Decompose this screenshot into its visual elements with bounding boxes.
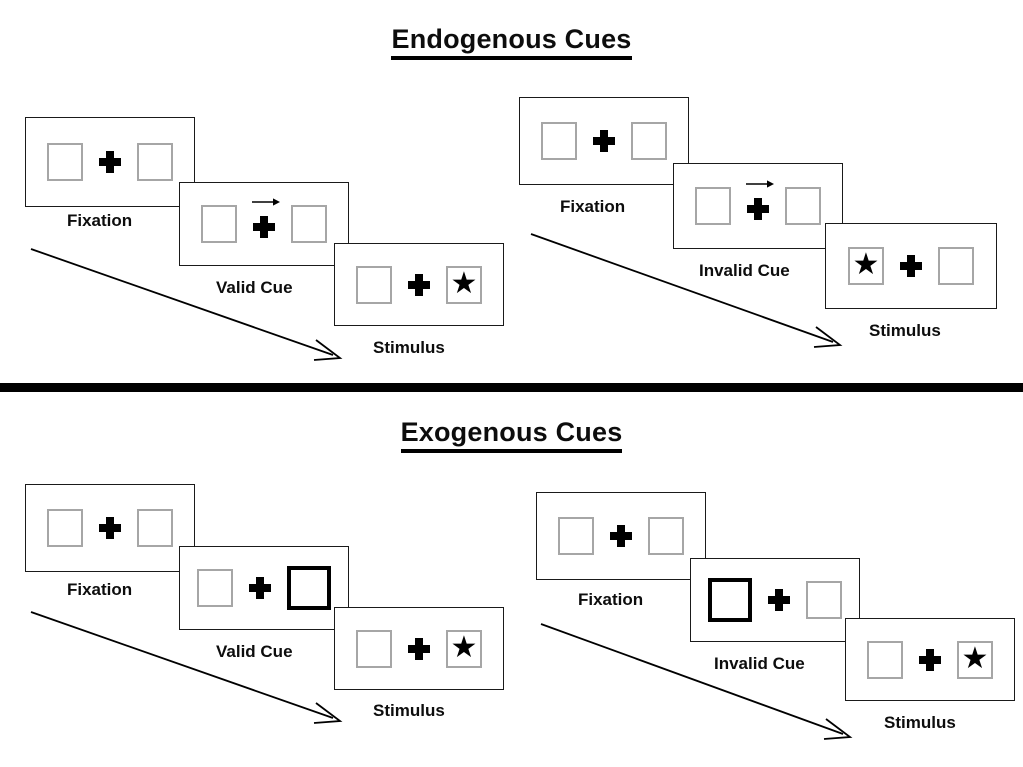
plus-icon [747,198,769,220]
plus-icon [593,130,615,152]
cue-arrow-over-plus [252,198,280,238]
star-icon: ★ [450,630,478,664]
panel-content [691,559,859,641]
panel-endogenous-valid-cue [179,182,349,266]
box-left [197,569,233,607]
box-right [137,509,173,547]
box-left [558,517,594,555]
label-exogenous-valid-cue: Valid Cue [216,642,293,661]
box-left [867,640,903,679]
plus-icon [99,517,121,539]
plus-icon [99,151,121,173]
arrow-right-icon [252,198,280,206]
panel-content [180,183,348,265]
label-endogenous-invalid-cue: Invalid Cue [699,261,790,280]
section-divider [0,383,1023,392]
section-title-endogenous: Endogenous Cues [0,24,1023,60]
panel-content: ★ [826,224,996,308]
panel-exogenous-valid-fixation [25,484,195,572]
star-icon: ★ [450,266,478,300]
panel-content [520,98,688,184]
panel-content: ★ [335,244,503,325]
panel-content [537,493,705,579]
label-endogenous-invalid-stimulus: Stimulus [869,321,941,340]
plus-icon [768,589,790,611]
label-exogenous-valid-fixation: Fixation [67,580,133,599]
section-title-endogenous-text: Endogenous Cues [391,24,632,60]
plus-icon [408,273,430,296]
arrow-right-icon [746,180,774,188]
plus-icon [253,216,275,238]
panel-content: ★ [335,608,503,689]
star-icon: ★ [852,248,880,281]
panel-exogenous-valid-cue [179,546,349,630]
box-right [938,247,974,285]
box-right-target: ★ [957,640,993,679]
panel-endogenous-invalid-cue [673,163,843,249]
cue-arrow-over-plus [746,180,774,220]
box-right-target: ★ [446,629,482,668]
box-right [291,205,327,243]
panel-content [180,547,348,629]
panel-exogenous-valid-stimulus: ★ [334,607,504,690]
box-left [695,187,731,225]
plus-icon [249,577,271,599]
panel-content [674,164,842,248]
label-endogenous-valid-cue: Valid Cue [216,278,293,297]
box-left [47,143,83,181]
box-left [356,265,392,304]
box-left [201,205,237,243]
section-title-exogenous: Exogenous Cues [0,417,1023,453]
box-left-target: ★ [848,247,884,285]
label-endogenous-invalid-fixation: Fixation [560,197,626,216]
panel-exogenous-invalid-cue [690,558,860,642]
box-left [47,509,83,547]
box-left [541,122,577,160]
label-endogenous-valid-stimulus: Stimulus [373,338,445,357]
panel-endogenous-valid-stimulus: ★ [334,243,504,326]
panel-content [26,485,194,571]
label-exogenous-invalid-stimulus: Stimulus [884,713,956,732]
plus-icon [919,648,941,671]
plus-icon [900,255,922,277]
box-left-cued [708,578,752,622]
plus-icon [610,525,632,547]
box-right [137,143,173,181]
panel-content: ★ [846,619,1014,700]
panel-content [26,118,194,206]
panel-exogenous-invalid-fixation [536,492,706,580]
section-title-exogenous-text: Exogenous Cues [400,417,623,453]
label-endogenous-valid-fixation: Fixation [67,211,133,230]
label-exogenous-invalid-cue: Invalid Cue [714,654,805,673]
panel-endogenous-invalid-stimulus: ★ [825,223,997,309]
star-icon: ★ [961,641,989,675]
box-right [806,581,842,619]
box-right-target: ★ [446,265,482,304]
panel-endogenous-invalid-fixation [519,97,689,185]
box-right [631,122,667,160]
panel-exogenous-invalid-stimulus: ★ [845,618,1015,701]
plus-icon [408,637,430,660]
box-right [648,517,684,555]
label-exogenous-valid-stimulus: Stimulus [373,701,445,720]
label-exogenous-invalid-fixation: Fixation [578,590,644,609]
box-left [356,629,392,668]
panel-endogenous-valid-fixation [25,117,195,207]
box-right-cued [287,566,331,610]
box-right [785,187,821,225]
